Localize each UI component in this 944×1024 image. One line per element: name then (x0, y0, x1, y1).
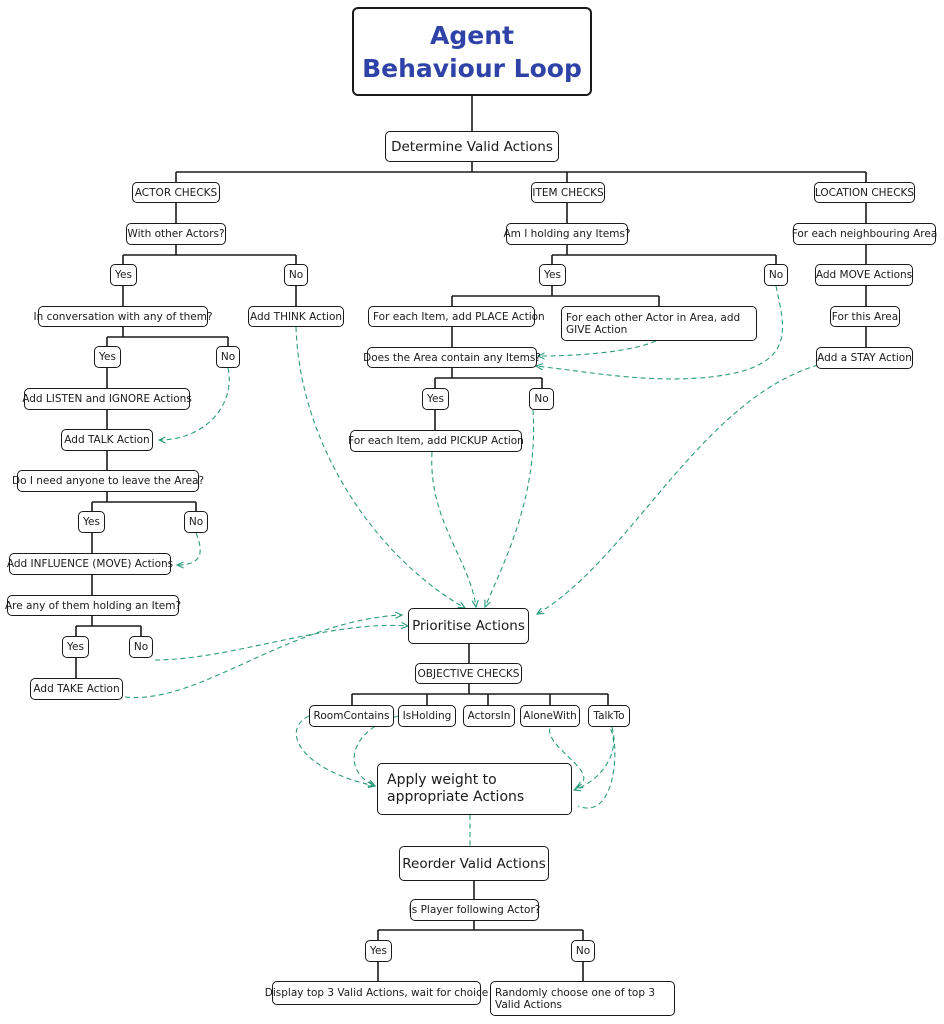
holding-item-question-node: Are any of them holding an Item? (5, 595, 181, 616)
each-neighbouring-area-node: For each neighbouring Area (792, 223, 937, 245)
no-conversation-node: No (216, 346, 240, 368)
display-top-three-node: Display top 3 Valid Actions, wait for ch… (265, 981, 488, 1005)
no-holding-node: No (129, 636, 153, 658)
add-place-node: For each Item, add PLACE Action (368, 306, 545, 327)
tree-connectors (75, 96, 867, 981)
determine-valid-actions-node: Determine Valid Actions (385, 131, 559, 162)
no-player-node: No (571, 940, 595, 962)
talk-to-node: TalkTo (588, 705, 630, 727)
actor-checks-node: ACTOR CHECKS (132, 182, 220, 203)
no-items-node: No (764, 264, 788, 286)
apply-weight-node: Apply weight to appropriate Actions (377, 763, 572, 815)
add-take-node: Add TAKE Action (30, 678, 123, 700)
yes-player-node: Yes (365, 940, 392, 962)
no-leave-node: No (184, 511, 208, 533)
with-other-actors-node: With other Actors? (126, 223, 226, 245)
holding-any-items-node: Am I holding any Items? (504, 223, 631, 245)
yes-leave-node: Yes (78, 511, 105, 533)
no-with-actors-node: No (284, 264, 308, 286)
for-this-area-node: For this Area (830, 306, 900, 327)
actors-in-node: ActorsIn (463, 705, 515, 727)
item-checks-node: ITEM CHECKS (531, 182, 605, 203)
area-contains-items-node: Does the Area contain any Items? (363, 347, 541, 368)
yes-items-node: Yes (539, 264, 566, 286)
in-conversation-node: In conversation with any of them? (33, 306, 213, 327)
diagram-title: Agent Behaviour Loop (352, 7, 592, 96)
no-area-items-node: No (529, 388, 554, 410)
add-influence-node: Add INFLUENCE (MOVE) Actions (7, 553, 173, 575)
add-move-node: Add MOVE Actions (815, 264, 913, 286)
objective-checks-node: OBJECTIVE CHECKS (415, 663, 522, 684)
add-listen-ignore-node: Add LISTEN and IGNORE Actions (22, 388, 192, 410)
location-checks-node: LOCATION CHECKS (814, 182, 915, 203)
add-stay-node: Add a STAY Action (816, 347, 913, 369)
reorder-valid-actions-node: Reorder Valid Actions (399, 846, 549, 881)
yes-conversation-node: Yes (94, 346, 121, 368)
is-holding-node: IsHolding (398, 705, 456, 727)
player-following-node: Is Player following Actor? (409, 899, 540, 921)
add-think-node: Add THINK Action (248, 306, 344, 327)
add-pickup-node: For each Item, add PICKUP Action (348, 430, 524, 452)
room-contains-node: RoomContains (309, 705, 394, 727)
random-choose-node: Randomly choose one of top 3 Valid Actio… (490, 981, 675, 1016)
yes-with-actors-node: Yes (110, 264, 137, 286)
alone-with-node: AloneWith (520, 705, 580, 727)
yes-area-items-node: Yes (422, 388, 449, 410)
add-give-node: For each other Actor in Area, add GIVE A… (561, 306, 757, 341)
prioritise-actions-node: Prioritise Actions (408, 608, 529, 644)
need-anyone-leave-node: Do I need anyone to leave the Area? (12, 470, 204, 492)
yes-holding-node: Yes (62, 636, 89, 658)
add-talk-node: Add TALK Action (61, 429, 153, 451)
